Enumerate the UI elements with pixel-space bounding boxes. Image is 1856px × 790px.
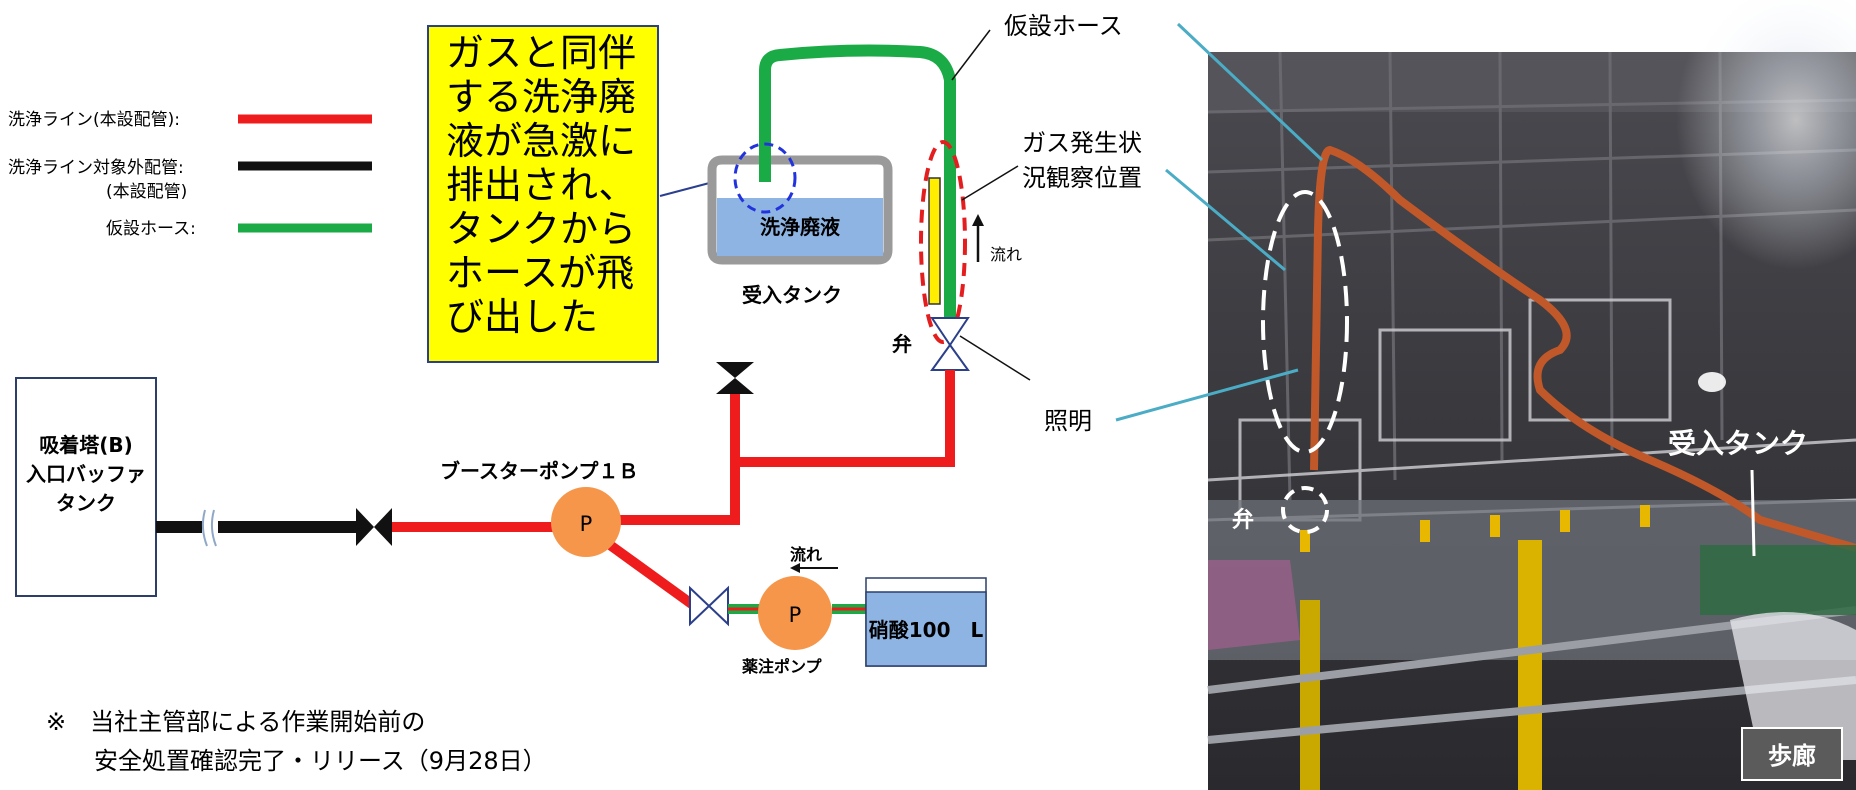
photo-leader-observation — [1165, 168, 1286, 272]
pipe-break-mark-1 — [201, 509, 208, 547]
flow-label-dosing: 流れ — [790, 545, 822, 564]
adsorption-label-3: タンク — [56, 491, 116, 515]
wash-line-diagonal — [607, 540, 696, 610]
nitric-acid-label: 硝酸100 L — [869, 618, 984, 642]
waste-liquid-label: 洗浄廃液 — [760, 215, 841, 239]
callout-line-7: び出した — [446, 295, 598, 339]
gas-observation-marker — [919, 140, 967, 344]
dosing-pump-label: 薬注ポンプ — [741, 657, 823, 676]
receiving-tank: 洗浄廃液 受入タンク — [707, 155, 893, 307]
flow-arrowhead-left — [790, 563, 800, 573]
wash-line-branch — [618, 394, 740, 525]
flow-arrowhead-up — [972, 214, 984, 226]
photo-valve-label: 弁 — [1232, 507, 1254, 533]
booster-pump-symbol: P — [580, 512, 593, 536]
valve-label: 弁 — [892, 332, 912, 356]
receiving-tank-label: 受入タンク — [742, 283, 842, 307]
corridor-label: 歩廊 — [1768, 742, 1816, 770]
callout-line-4: 排出され、 — [446, 163, 636, 207]
temporary-hose — [759, 44, 956, 330]
callout-line-5: タンクから — [446, 207, 636, 251]
booster-pump — [551, 487, 621, 557]
adsorption-buffer-tank — [15, 377, 157, 597]
wash-line-upper — [730, 370, 955, 520]
temp-hose-leader — [951, 29, 991, 81]
gas-observation-leader — [961, 165, 1019, 201]
site-photo — [1207, 0, 1856, 790]
tank-liquid — [717, 198, 883, 256]
legend-temp-hose-label: 仮設ホース: — [106, 219, 196, 239]
adsorption-label-1: 吸着塔(B) — [39, 433, 133, 457]
note-line-2: 安全処置確認完了・リリース（9月28日） — [94, 747, 547, 775]
photo-tank-leader — [1750, 469, 1756, 557]
dosing-pump-symbol: P — [789, 603, 802, 627]
callout-line-3: 液が急激に — [446, 119, 636, 163]
upper-valve — [716, 362, 754, 394]
legend-outside-line-sub: (本設配管) — [106, 182, 187, 202]
lighting-leader — [959, 335, 1031, 381]
flow-label-hose: 流れ — [990, 245, 1022, 264]
photo-valve-marker — [1281, 486, 1329, 534]
lighting-fixture — [928, 177, 941, 305]
legend: 洗浄ライン(本設配管): 洗浄ライン対象外配管: (本設配管) 仮設ホース: — [8, 110, 372, 239]
photo-receiving-tank-label: 受入タンク — [1668, 427, 1808, 460]
dosing-pump — [758, 576, 832, 650]
temp-hose-label: 仮設ホース — [1004, 12, 1123, 40]
callout-line-2: する洗浄廃 — [446, 75, 636, 119]
inlet-valve — [356, 508, 392, 546]
gas-observation-label-1: ガス発生状 — [1022, 129, 1142, 157]
callout-line-1: ガスと同伴 — [446, 31, 636, 75]
adsorption-label-2: 入口バッファ — [26, 462, 146, 486]
lighting-label: 照明 — [1044, 407, 1092, 435]
pipe-break-mark-2 — [210, 509, 217, 547]
callout-box: ガスと同伴 する洗浄廃 液が急激に 排出され、 タンクから ホースが飛 び出した — [427, 25, 659, 363]
dosing-valve — [689, 585, 729, 627]
photo-hose-marker — [1261, 190, 1349, 454]
legend-wash-line-label: 洗浄ライン(本設配管): — [8, 110, 180, 130]
note-line-1: ※ 当社主管部による作業開始前の — [46, 708, 425, 736]
hose-valve — [930, 317, 970, 371]
nitric-acid-liquid — [865, 591, 987, 667]
photo-leader-lighting — [1115, 368, 1299, 422]
hose-outlet-marker — [733, 142, 797, 214]
corridor-badge — [1741, 727, 1843, 781]
legend-outside-line-label: 洗浄ライン対象外配管: — [8, 158, 184, 178]
gas-observation-label-2: 況観察位置 — [1022, 164, 1142, 192]
photo-leader-hose — [1176, 22, 1324, 162]
callout-line-6: ホースが飛 — [446, 251, 634, 295]
booster-pump-label: ブースターポンプ１Ｂ — [440, 459, 638, 483]
